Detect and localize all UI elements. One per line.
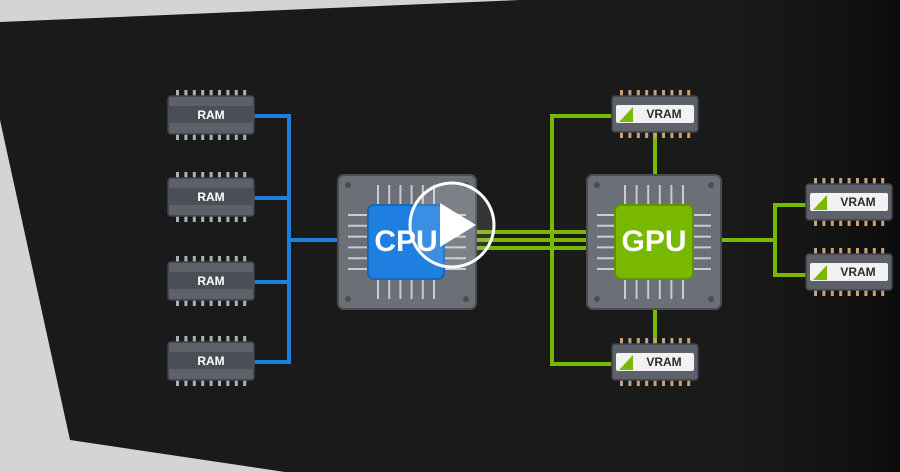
gpu-die <box>614 204 694 280</box>
ram-module: RAM <box>167 336 255 386</box>
ram-label: RAM <box>197 354 224 368</box>
play-icon <box>440 203 476 247</box>
vram-label: VRAM <box>840 195 875 209</box>
vram-module: VRAM <box>611 90 699 138</box>
gpu-label: GPU <box>621 225 686 258</box>
ram-label: RAM <box>197 108 224 122</box>
vram-badge-icon <box>619 355 633 370</box>
ram-module: RAM <box>167 256 255 306</box>
vram-badge-icon <box>813 265 827 280</box>
vram-label: VRAM <box>646 355 681 369</box>
vram-module: VRAM <box>805 248 893 296</box>
vram-label: VRAM <box>840 265 875 279</box>
ram-module: RAM <box>167 172 255 222</box>
vram-modules: VRAM VRAM VRAM VRAM <box>611 90 893 386</box>
vram-badge-icon <box>813 195 827 210</box>
gpu-package: GPU <box>586 174 722 310</box>
vram-badge-icon <box>619 107 633 122</box>
ram-label: RAM <box>197 274 224 288</box>
play-button[interactable] <box>408 181 496 269</box>
ram-module: RAM <box>167 90 255 140</box>
ram-bus-lines <box>252 114 338 364</box>
vram-label: VRAM <box>646 107 681 121</box>
vram-module: VRAM <box>611 338 699 386</box>
ram-label: RAM <box>197 190 224 204</box>
ram-modules: RAM RAM RAM RAM <box>167 90 255 386</box>
cpu-label: CPU <box>374 225 437 258</box>
vram-module: VRAM <box>805 178 893 226</box>
